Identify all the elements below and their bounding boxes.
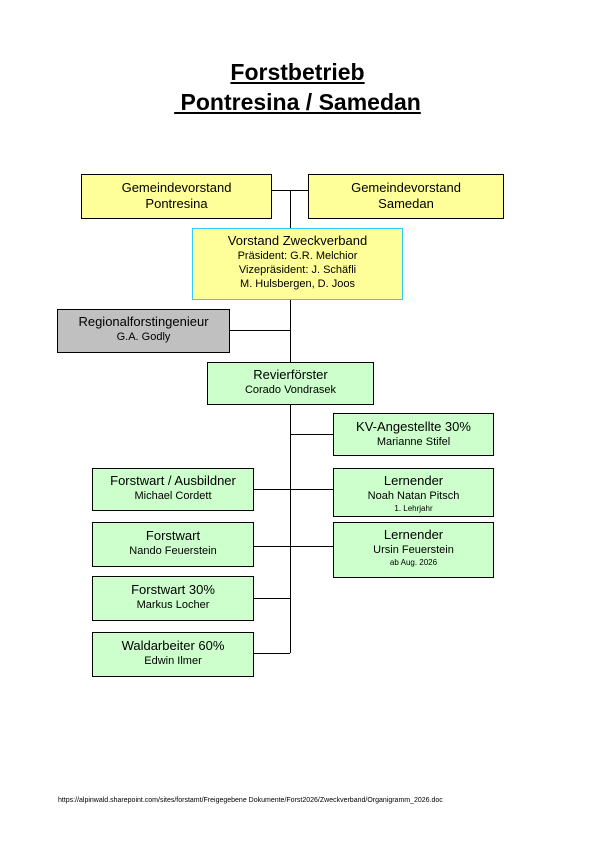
document-path-footer: https://alpinwald.sharepoint.com/sites/f… xyxy=(58,797,443,804)
page-title: Forstbetrieb xyxy=(230,59,365,85)
connector-row2 xyxy=(254,546,333,547)
node-title: Gemeindevorstand xyxy=(121,180,232,195)
node-subtitle: Samedan xyxy=(378,196,434,211)
node-title: Waldarbeiter 60% xyxy=(121,638,225,653)
node-title: Revierförster xyxy=(253,367,328,382)
node-person: Edwin Ilmer xyxy=(144,655,202,667)
node-title: Forstwart 30% xyxy=(131,582,215,597)
node-vorstand-zweckverband: Vorstand Zweckverband Präsident: G.R. Me… xyxy=(192,228,403,300)
connector-forstwart30 xyxy=(254,598,290,599)
connector-waldarbeiter xyxy=(254,653,290,654)
connector-trunk-main xyxy=(290,405,291,653)
node-person: Markus Locher xyxy=(136,599,210,611)
node-person: Nando Feuerstein xyxy=(129,545,217,557)
node-title: Lernender xyxy=(383,473,444,488)
node-gemeindevorstand-pontresina: Gemeindevorstand Pontresina xyxy=(81,174,272,219)
node-person: Marianne Stifel xyxy=(376,436,451,448)
node-person: Ursin Feuerstein xyxy=(373,544,454,556)
connector-kv xyxy=(290,434,333,435)
node-subtitle: Pontresina xyxy=(145,196,208,211)
node-member-others: M. Hulsbergen, D. Joos xyxy=(240,278,355,290)
node-lernender-2: Lernender Ursin Feuerstein ab Aug. 2026 xyxy=(333,522,494,578)
connector-trunk-top xyxy=(290,190,291,228)
page-subtitle: Pontresina / Samedan xyxy=(174,89,421,115)
node-title: Vorstand Zweckverband xyxy=(227,233,368,248)
node-person: G.A. Godly xyxy=(116,331,171,343)
node-forstwart-30: Forstwart 30% Markus Locher xyxy=(92,576,254,621)
node-forstwart: Forstwart Nando Feuerstein xyxy=(92,522,254,567)
node-title: Forstwart / Ausbildner xyxy=(110,473,236,488)
node-title: Regionalforstingenieur xyxy=(78,314,209,329)
connector-vorstand-revier xyxy=(290,300,291,362)
node-title: Lernender xyxy=(383,527,444,542)
node-waldarbeiter-60: Waldarbeiter 60% Edwin Ilmer xyxy=(92,632,254,677)
node-title: Forstwart xyxy=(145,528,201,543)
node-title: KV-Angestellte 30% xyxy=(356,419,471,434)
node-gemeindevorstand-samedan: Gemeindevorstand Samedan xyxy=(308,174,504,219)
node-note: 1. Lehrjahr xyxy=(394,504,433,513)
node-regionalforstingenieur: Regionalforstingenieur G.A. Godly xyxy=(57,309,230,353)
node-lernender-1: Lernender Noah Natan Pitsch 1. Lehrjahr xyxy=(333,468,494,517)
node-person: Corado Vondrasek xyxy=(244,384,337,396)
node-forstwart-ausbildner: Forstwart / Ausbildner Michael Cordett xyxy=(92,468,254,511)
node-kv-angestellte: KV-Angestellte 30% Marianne Stifel xyxy=(333,413,494,456)
node-person: Noah Natan Pitsch xyxy=(367,490,460,502)
node-title: Gemeindevorstand xyxy=(351,180,461,195)
node-member-vicepresident: Vizepräsident: J. Schäfli xyxy=(238,264,357,276)
node-member-president: Präsident: G.R. Melchior xyxy=(237,250,358,262)
connector-row1 xyxy=(254,489,333,490)
node-person: Michael Cordett xyxy=(134,490,212,502)
connector-regional xyxy=(230,330,290,331)
node-revierfoerster: Revierförster Corado Vondrasek xyxy=(207,362,374,405)
node-note: ab Aug. 2026 xyxy=(389,558,438,567)
